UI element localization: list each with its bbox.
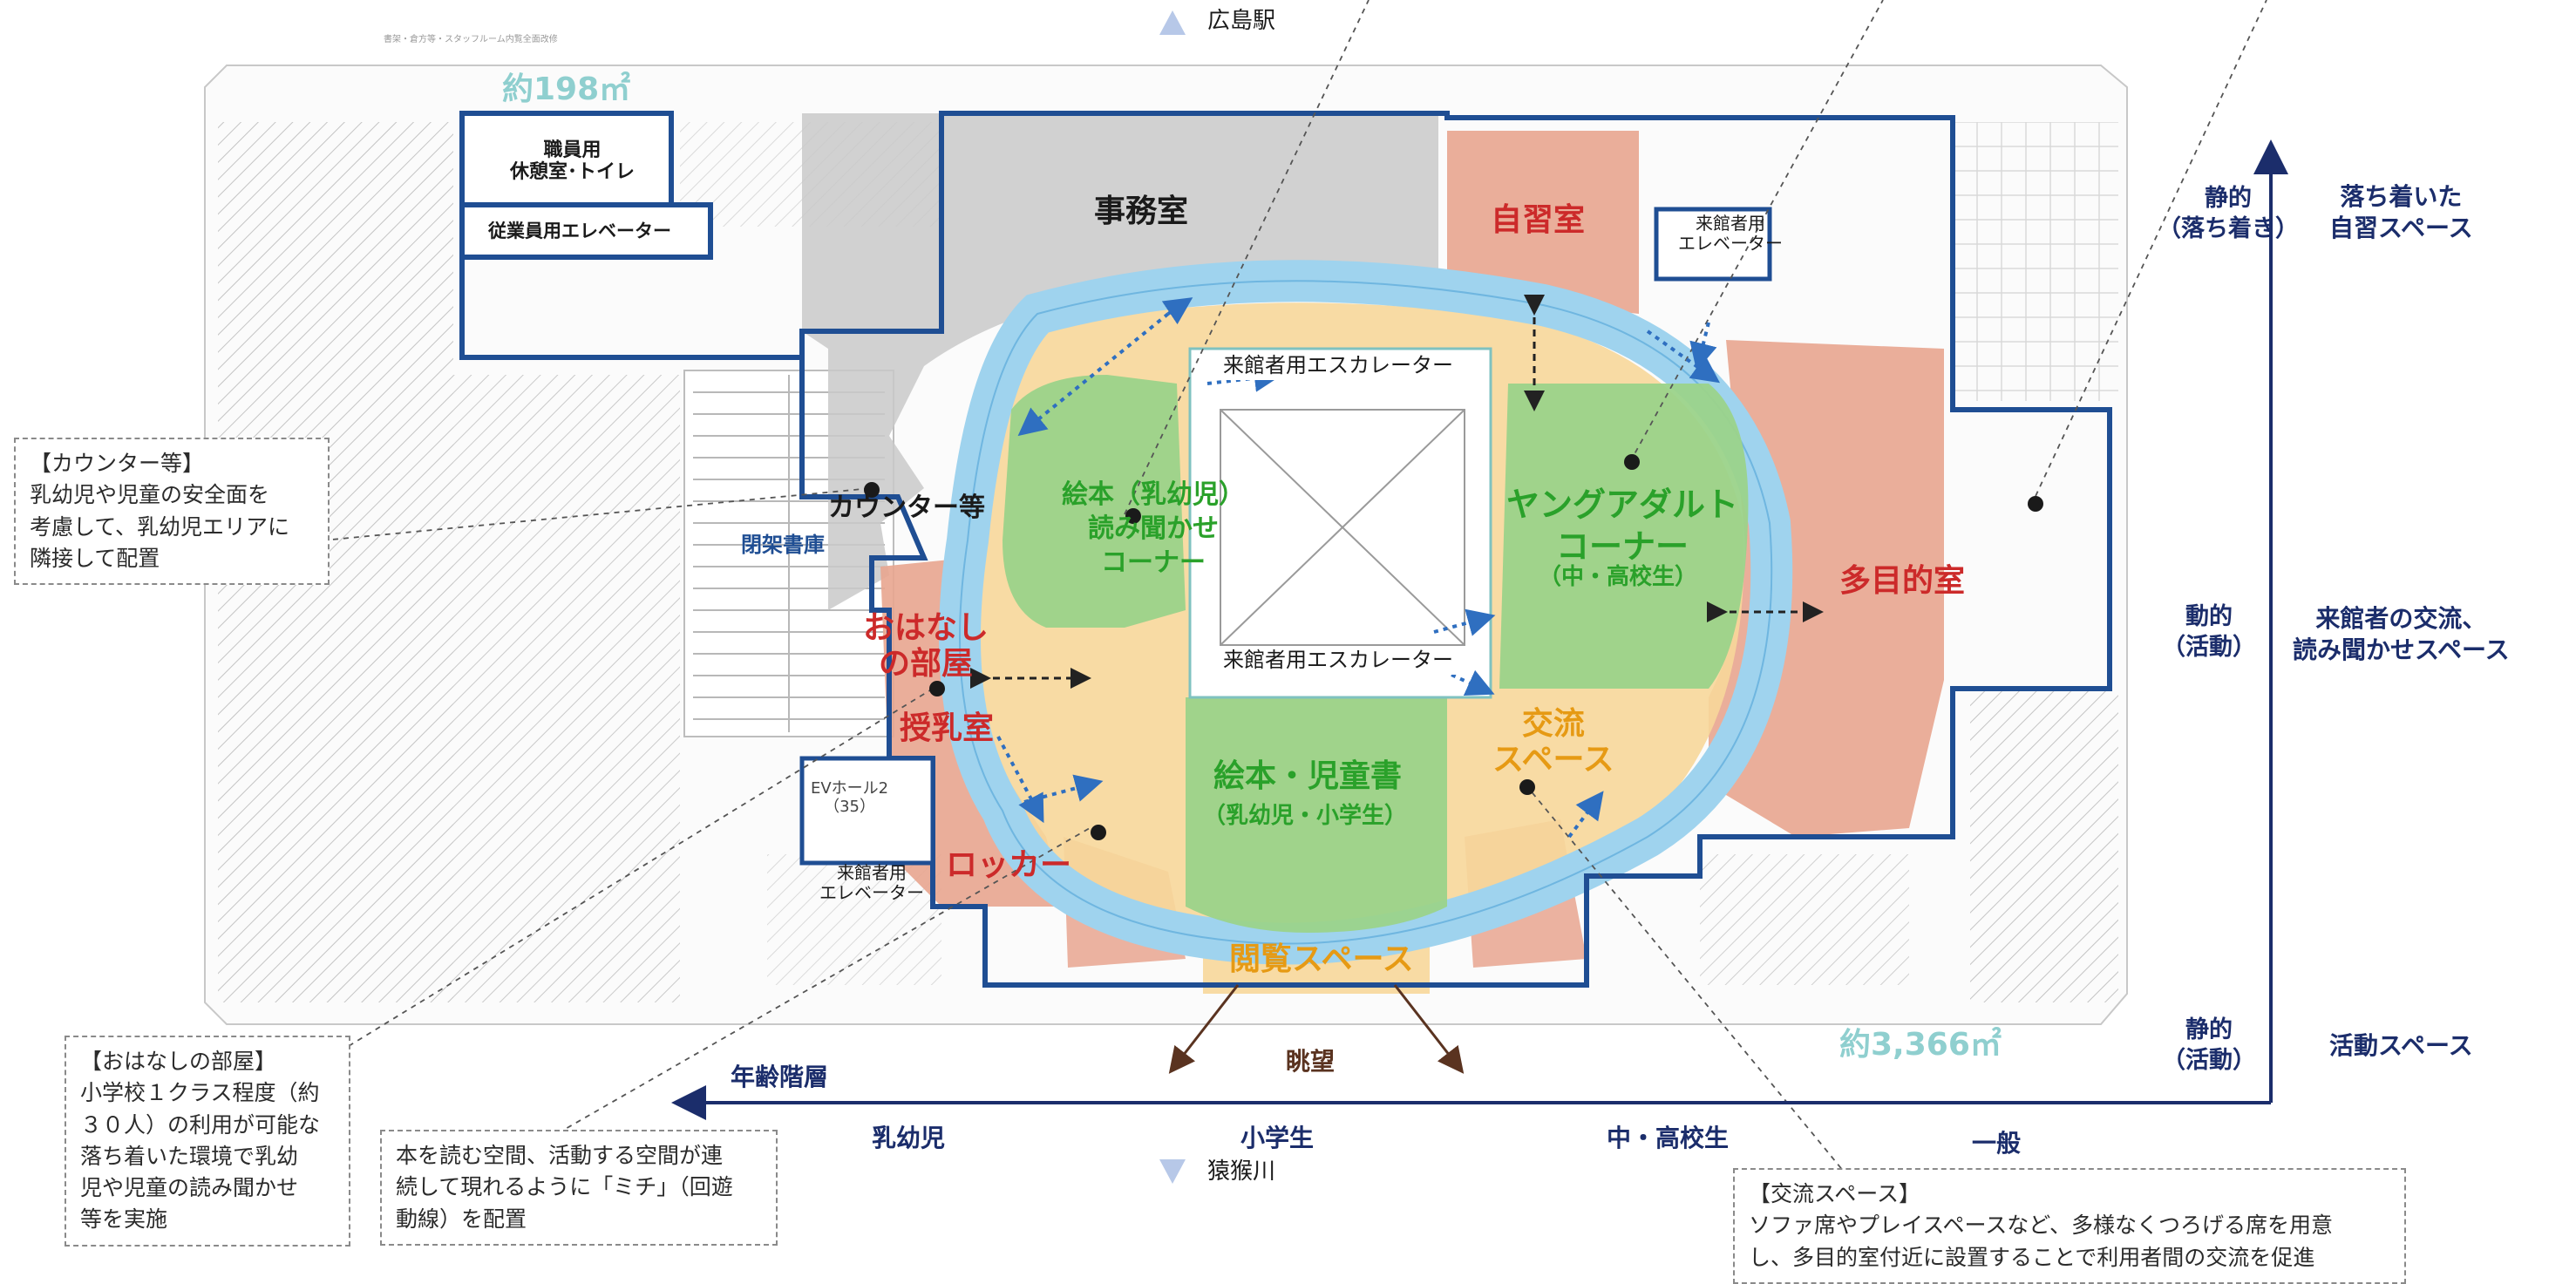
visitor-elevator-top-box	[1654, 207, 1772, 282]
staff-rest-label: 職員用 休憩室･トイレ	[510, 139, 636, 184]
note-leader-lines	[322, 0, 2267, 1178]
view-label: 眺望	[1286, 1047, 1336, 1076]
x-tick-high-school: 中・高校生	[1607, 1124, 1730, 1152]
children-books-label: 絵本・児童書	[1213, 758, 1403, 794]
counter-note: 【カウンター等】 乳幼児や児童の安全面を 考慮して、乳幼児エリアに 隣接して配置	[14, 438, 330, 585]
escalator-top-label: 来館者用エスカレーター	[1216, 352, 1460, 380]
exchange-note-line: ソファ席やプレイスペースなど、多様なくつろげる席を用意	[1749, 1213, 2334, 1239]
north-label: 広島駅	[1207, 8, 1276, 34]
story-room-label: おはなし の部屋	[863, 610, 989, 683]
right-mid-label: 来館者の交流、 読み聞かせスペース	[2293, 604, 2510, 665]
escalator-bottom-label: 来館者用エスカレーター	[1216, 647, 1460, 675]
staff-elevator-label: 従業員用エレベーター	[488, 221, 671, 241]
hatched-area-south	[1700, 854, 1909, 985]
tiny-caption: 書架・倉方等・スタッフルーム内覧全面改修	[384, 35, 558, 44]
staff-rest-box	[459, 111, 674, 207]
reading-space-label: 閲覧スペース	[1229, 941, 1414, 977]
visitor-elevator-bottom-box	[799, 756, 935, 866]
children-books-zone	[1186, 697, 1447, 933]
total-area-label: 約3,366㎡	[1839, 1027, 2002, 1063]
counter-note-line: 乳幼児や児童の安全面を	[30, 482, 270, 508]
young-adult-zone	[1499, 384, 1749, 689]
story-note-line: ３０人）の利用が可能な	[80, 1111, 321, 1138]
story-note-line: 落ち着いた環境で乳幼	[80, 1143, 299, 1169]
hatched-area-southeast	[1970, 689, 2118, 1002]
exchange-space-label: 交流 スペース	[1492, 706, 1614, 778]
zone-boundary	[459, 111, 2112, 988]
closed-stacks-label: 閉架書庫	[741, 533, 825, 557]
north-arrow-icon	[1159, 10, 1186, 35]
staff-elevator-box	[459, 202, 713, 260]
office-label: 事務室	[1094, 194, 1189, 229]
y-axis-mid-label: 動的 （活動）	[2162, 603, 2256, 662]
right-top-label: 落ち着いた 自習スペース	[2329, 182, 2473, 243]
multipurpose-label: 多目的室	[1839, 563, 1966, 599]
story-room-note: 【おはなしの部屋】 小学校１クラス程度（約 ３０人）の利用が可能な 落ち着いた環…	[65, 1036, 350, 1247]
story-note-line: 児や児童の読み聞かせ	[80, 1175, 299, 1200]
young-adult-sub-label: （中・高校生）	[1539, 564, 1698, 590]
exchange-note: 【交流スペース】 ソファ席やプレイスペースなど、多様なくつろげる席を用意 し、多…	[1733, 1168, 2406, 1284]
black-dashed-arrows	[970, 295, 1824, 689]
hatched-area-west-inner	[453, 375, 680, 1002]
michi-note: 本を読む空間、活動する空間が連 続して現れるように「ミチ」（回遊 動線）を配置	[380, 1130, 778, 1246]
children-books-sub-label: （乳幼児・小学生）	[1203, 803, 1408, 829]
study-room-zone	[1447, 131, 1639, 314]
visitor-elevator-top-label: 来館者用 エレベーター	[1678, 213, 1783, 254]
young-adult-label: ヤングアダルト コーナー	[1506, 486, 1739, 566]
x-axis-title: 年齢階層	[731, 1063, 829, 1091]
story-note-title: 【おはなしの部屋】	[80, 1049, 277, 1074]
visitor-elevator-bottom-label: 来館者用 エレベーター	[819, 862, 924, 903]
counter-note-line: 隣接して配置	[30, 545, 160, 571]
infant-books-zone	[1003, 375, 1186, 628]
ev-hall-2-label: EVホール2 （35）	[811, 779, 889, 816]
counter-note-title: 【カウンター等】	[30, 451, 205, 476]
south-arrow-icon	[1159, 1159, 1186, 1184]
x-tick-elementary: 小学生	[1240, 1124, 1315, 1152]
right-bottom-label: 活動スペース	[2329, 1031, 2473, 1060]
y-axis-top-label: 静的 （落ち着き）	[2158, 185, 2299, 243]
study-room-label: 自習室	[1491, 202, 1586, 238]
top-area-label: 約198㎡	[502, 71, 631, 107]
x-tick-infant: 乳幼児	[872, 1124, 946, 1152]
counter-note-line: 考慮して、乳幼児エリアに	[30, 513, 290, 540]
lockers-label: ロッカー	[946, 847, 1072, 883]
exchange-note-line: し、多目的室付近に設置することで利用者間の交流を促進	[1749, 1244, 2315, 1270]
michi-note-line: 本を読む空間、活動する空間が連	[396, 1143, 724, 1168]
story-note-line: 小学校１クラス程度（約	[80, 1080, 320, 1106]
infant-books-label: 絵本（乳幼児） 読み聞かせ コーナー	[1062, 479, 1245, 578]
counter-label: カウンター等	[828, 493, 985, 523]
michi-note-line: 続して現れるように「ミチ」（回遊	[396, 1174, 733, 1200]
view-arrows	[1168, 984, 1465, 1074]
office-zone	[802, 113, 1438, 610]
grid-area-northeast	[1953, 122, 2118, 401]
story-note-line: 等を実施	[80, 1206, 168, 1233]
x-tick-general: 一般	[1972, 1129, 2022, 1158]
exchange-note-title: 【交流スペース】	[1749, 1181, 1921, 1206]
nursing-room-label: 授乳室	[900, 710, 995, 746]
y-axis-bottom-label: 静的 （活動）	[2162, 1016, 2256, 1075]
michi-note-line: 動線）を配置	[396, 1206, 527, 1232]
south-label: 猿猴川	[1207, 1158, 1276, 1185]
location-dots	[864, 454, 2043, 840]
